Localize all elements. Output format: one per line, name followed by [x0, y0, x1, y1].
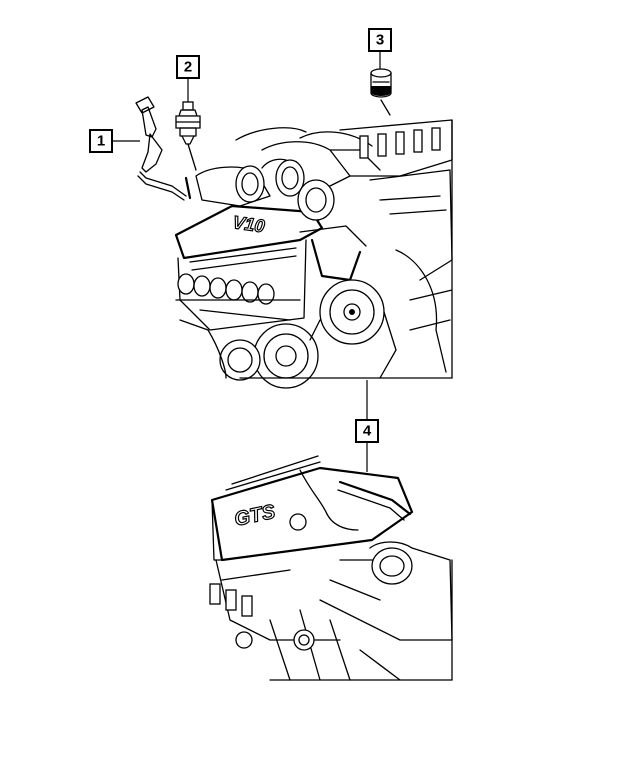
lower-coil-packs: [209, 583, 253, 617]
callout-3: 3: [368, 28, 392, 69]
callout-1: 1: [89, 129, 140, 153]
part-3-sensor-cap: [370, 68, 392, 116]
crank-pulley: [219, 323, 319, 389]
callout-3-label: 3: [376, 32, 384, 49]
pulley: [319, 279, 385, 345]
part-2-sensor: [175, 101, 201, 171]
callout-4-label: 4: [363, 423, 372, 440]
callout-2: 2: [176, 55, 200, 102]
callout-4: 4: [355, 380, 379, 472]
engine-cover-emblem-upper: V10: [231, 212, 266, 236]
part-1-sensor-harness: [135, 96, 192, 201]
upper-engine-illustration: V10: [174, 119, 453, 389]
engine-cover-emblem-lower: GTS: [232, 501, 277, 531]
callout-1-label: 1: [97, 133, 105, 150]
intake-runners: [177, 273, 275, 305]
callout-2-label: 2: [184, 59, 192, 76]
part-4-hose: [299, 469, 412, 531]
coil-packs: [359, 127, 441, 159]
lower-engine-illustration: GTS: [209, 455, 453, 681]
